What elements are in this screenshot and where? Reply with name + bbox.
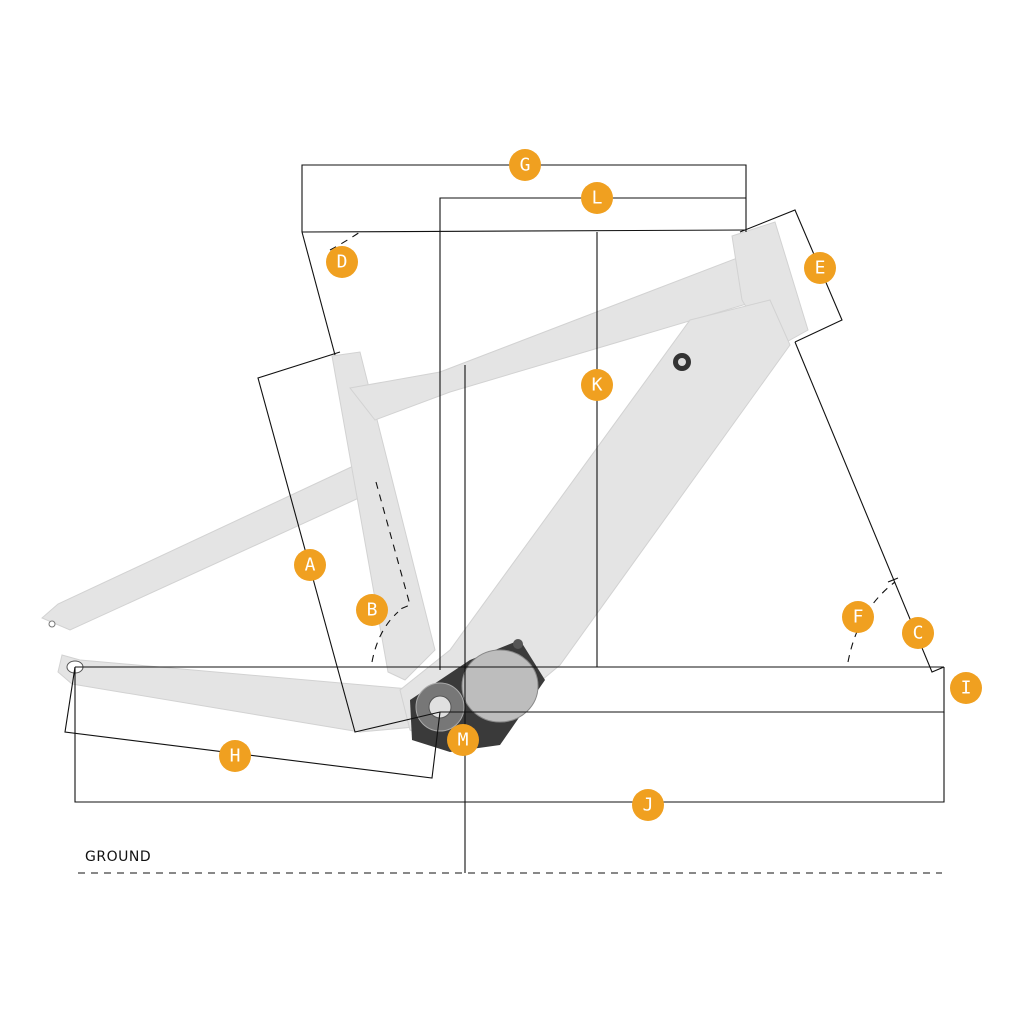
svg-text:M: M bbox=[458, 730, 469, 751]
badge-j: J bbox=[632, 789, 664, 821]
badge-c: C bbox=[902, 617, 934, 649]
svg-text:B: B bbox=[367, 600, 378, 621]
badge-a: A bbox=[294, 549, 326, 581]
badges: G L D E K A B F C I H M J bbox=[219, 149, 982, 821]
badge-g: G bbox=[509, 149, 541, 181]
dimension-j bbox=[74, 667, 945, 803]
svg-text:G: G bbox=[520, 155, 531, 176]
svg-text:E: E bbox=[815, 258, 826, 279]
badge-f: F bbox=[842, 601, 874, 633]
motor bbox=[410, 639, 545, 752]
badge-e: E bbox=[804, 252, 836, 284]
svg-text:J: J bbox=[643, 795, 654, 816]
svg-text:L: L bbox=[592, 188, 603, 209]
badge-k: K bbox=[581, 369, 613, 401]
dimension-d bbox=[301, 231, 336, 356]
svg-text:C: C bbox=[913, 623, 924, 644]
head-tube bbox=[731, 221, 809, 351]
badge-b: B bbox=[356, 594, 388, 626]
seat-stay bbox=[41, 461, 373, 631]
dimension-l bbox=[439, 197, 746, 670]
ground-label: GROUND bbox=[85, 849, 152, 865]
svg-text:K: K bbox=[592, 375, 603, 396]
badge-m: M bbox=[447, 724, 479, 756]
badge-l: L bbox=[581, 182, 613, 214]
chain-stay bbox=[57, 654, 426, 733]
svg-text:H: H bbox=[230, 746, 241, 767]
badge-h: H bbox=[219, 740, 251, 772]
pivot-icon bbox=[48, 620, 56, 628]
svg-text:D: D bbox=[337, 252, 348, 273]
dimension-b bbox=[375, 481, 411, 611]
svg-text:F: F bbox=[853, 607, 864, 628]
svg-text:I: I bbox=[961, 678, 972, 699]
badge-i: I bbox=[950, 672, 982, 704]
bike-frame bbox=[41, 221, 809, 746]
svg-text:A: A bbox=[305, 555, 316, 576]
motor-cover bbox=[461, 649, 539, 723]
dimension-c bbox=[794, 341, 945, 673]
badge-d: D bbox=[326, 246, 358, 278]
